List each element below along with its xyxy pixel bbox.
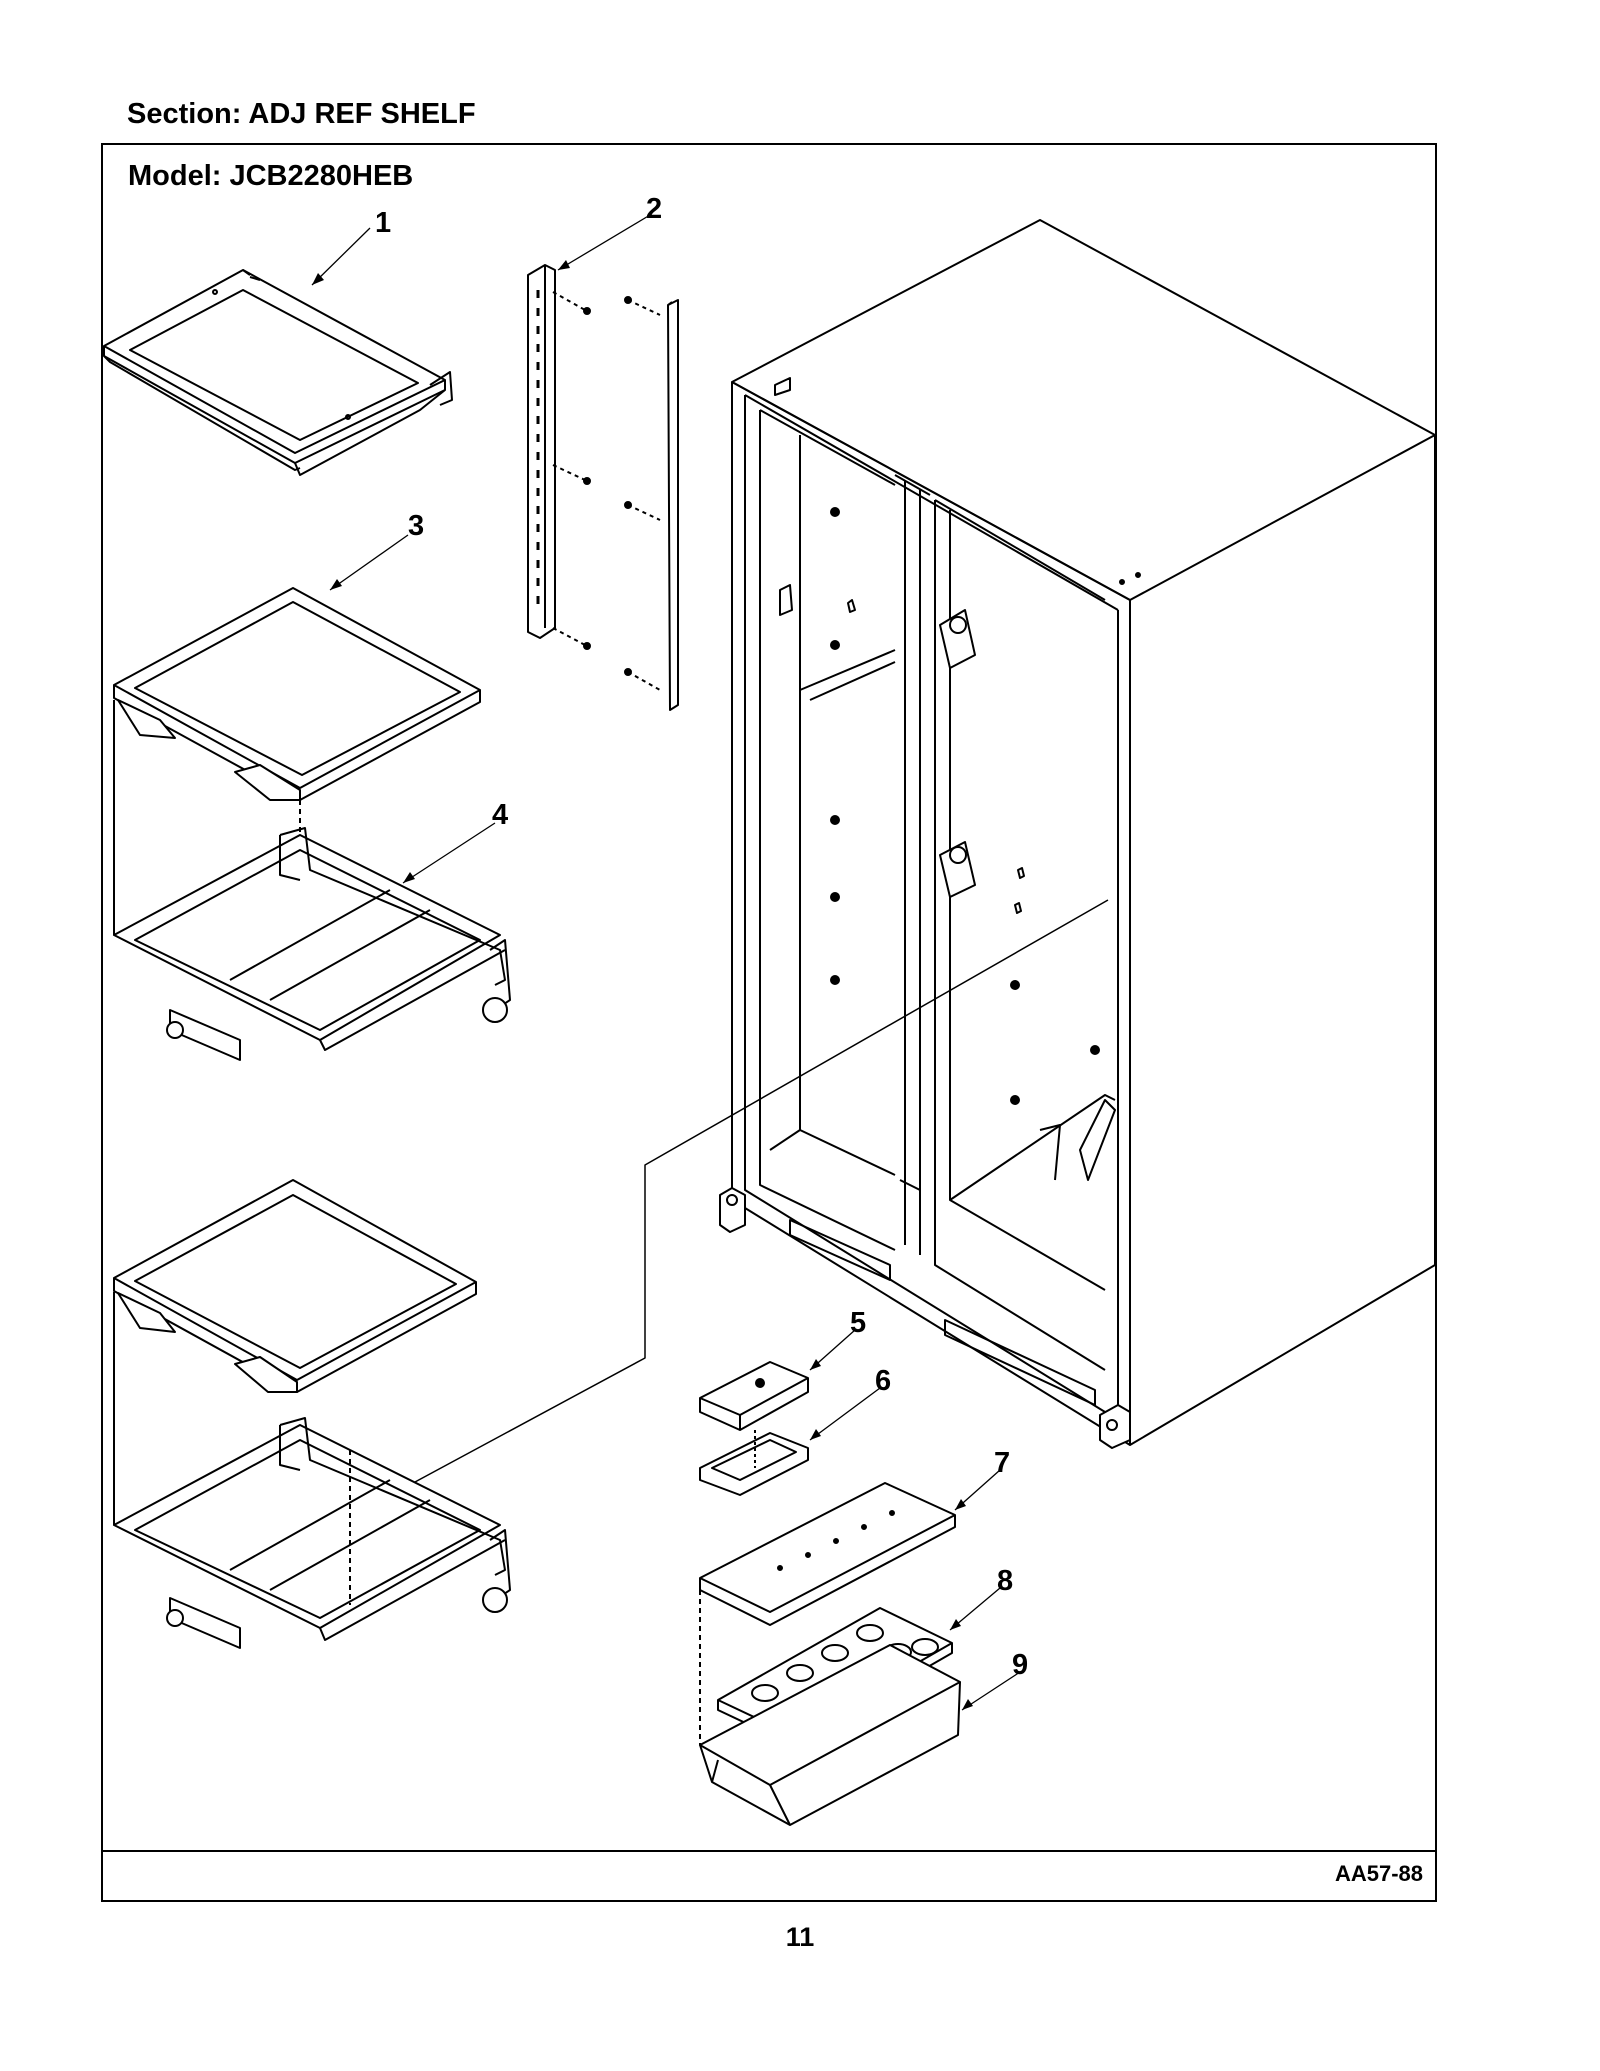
callout-labels: 1 2 3 4 5 6 7 8 9 xyxy=(375,193,1028,1681)
page-number: 11 xyxy=(785,1922,815,1952)
frame-divider xyxy=(103,1850,1435,1852)
part-7-tray-cover xyxy=(699,1482,956,1626)
part-6-butter-dish xyxy=(699,1430,809,1496)
lower-glass-shelf xyxy=(113,1179,477,1393)
callout-8: 8 xyxy=(997,1565,1013,1597)
callout-9: 9 xyxy=(1012,1649,1028,1681)
refrigerator-cabinet xyxy=(719,219,1436,1449)
callout-4: 4 xyxy=(492,799,508,831)
leader-arrowheads xyxy=(312,260,973,1710)
part-5-butter-cover xyxy=(699,1361,809,1431)
callout-1: 1 xyxy=(375,207,391,239)
part-1-shelf xyxy=(103,269,453,476)
callout-3: 3 xyxy=(408,510,424,542)
part-9-egg-bin xyxy=(699,1590,961,1826)
part-3-glass-shelf xyxy=(113,587,481,801)
figure-code: AA57-88 xyxy=(1334,1861,1423,1886)
callout-5: 5 xyxy=(850,1307,866,1339)
part-2-rails xyxy=(527,264,679,711)
callout-2: 2 xyxy=(646,193,662,225)
part-4-shelf-frame xyxy=(113,700,511,1061)
callout-6: 6 xyxy=(875,1365,891,1397)
leader-connector xyxy=(414,899,1109,1483)
callout-7: 7 xyxy=(994,1447,1010,1479)
section-title: Section: ADJ REF SHELF xyxy=(127,98,476,130)
lower-shelf-frame xyxy=(113,1292,511,1649)
model-title: Model: JCB2280HEB xyxy=(128,160,414,192)
leader-lines xyxy=(311,214,1021,1711)
